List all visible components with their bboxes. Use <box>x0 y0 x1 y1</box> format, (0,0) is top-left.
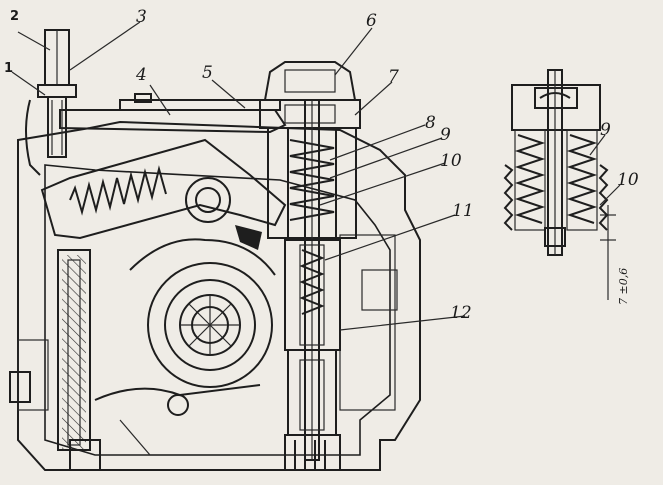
dimension-note: 7 ±0,6 <box>617 268 630 305</box>
rocker-spring <box>69 165 167 216</box>
label-4: 4 <box>135 65 147 85</box>
lower-linkage <box>94 384 261 456</box>
label-2: 2 <box>10 9 19 24</box>
label-6: 6 <box>366 11 377 31</box>
label-8: 8 <box>425 113 436 133</box>
label-10: 10 <box>440 151 462 171</box>
detail-label-10: 10 <box>617 170 639 190</box>
adjusting-screw <box>25 29 77 176</box>
label-9: 9 <box>440 125 451 145</box>
valve-assembly <box>259 61 361 471</box>
label-12: 12 <box>450 303 472 323</box>
rocker-arm <box>40 138 287 250</box>
label-5: 5 <box>202 63 213 83</box>
label-3: 3 <box>136 7 147 27</box>
label-7: 7 <box>388 67 399 87</box>
leader-lines <box>11 21 621 331</box>
central-bore <box>129 238 276 388</box>
pushrod-column <box>57 249 101 471</box>
label-1: 1 <box>4 61 13 76</box>
detail-label-9: 9 <box>600 120 611 140</box>
detail-view <box>503 69 616 300</box>
label-11: 11 <box>452 201 474 221</box>
part-labels: 2 1 3 4 5 6 7 8 9 10 11 12 9 10 7 ±0,6 <box>4 7 639 323</box>
